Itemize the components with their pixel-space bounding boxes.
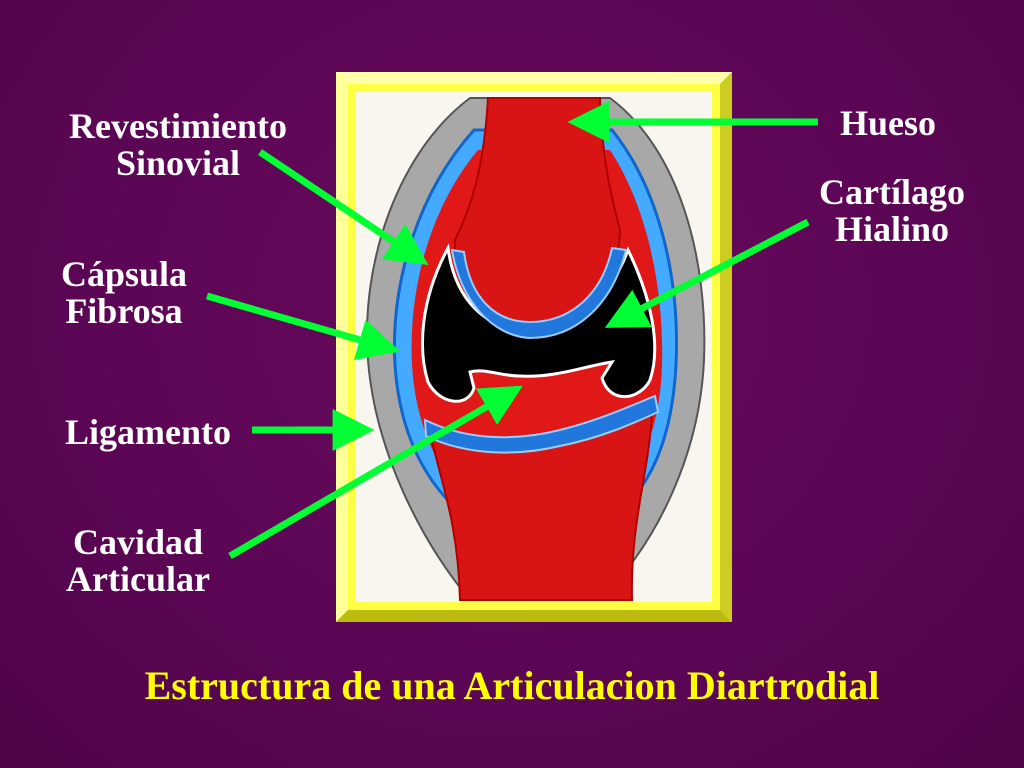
arrow-cavidad — [228, 385, 523, 560]
label-cartilago-line1: Cartílago — [819, 172, 965, 212]
label-cavidad-line1: Cavidad — [72, 522, 204, 562]
upper-cartilage — [450, 246, 628, 340]
label-ligamento-text: Ligamento — [65, 412, 231, 452]
lower-cartilage — [423, 394, 660, 454]
label-capsula-line2: Fibrosa — [65, 291, 183, 331]
label-revestimiento-sinovial: Revestimiento Sinovial — [40, 108, 316, 182]
label-cartilago-hialino: Cartílago Hialino — [800, 174, 984, 248]
label-cavidad-articular: Cavidad Articular — [44, 524, 232, 598]
arrow-revestimiento — [258, 149, 429, 266]
label-cartilago-line2: Hialino — [834, 209, 950, 249]
label-cavidad-line2: Articular — [66, 559, 210, 599]
label-revestimiento-line1: Revestimiento — [69, 106, 287, 146]
label-capsula-fibrosa: Cápsula Fibrosa — [40, 256, 208, 330]
label-hueso-text: Hueso — [839, 103, 936, 143]
diagram-title: Estructura de una Articulacion Diartrodi… — [144, 663, 880, 708]
arrow-cartilago — [604, 218, 810, 328]
label-revestimiento-line2: Sinovial — [115, 143, 241, 183]
label-hueso: Hueso — [822, 105, 954, 142]
label-capsula-line1: Cápsula — [60, 254, 188, 294]
arrow-capsula — [206, 292, 401, 361]
label-ligamento: Ligamento — [44, 414, 252, 451]
